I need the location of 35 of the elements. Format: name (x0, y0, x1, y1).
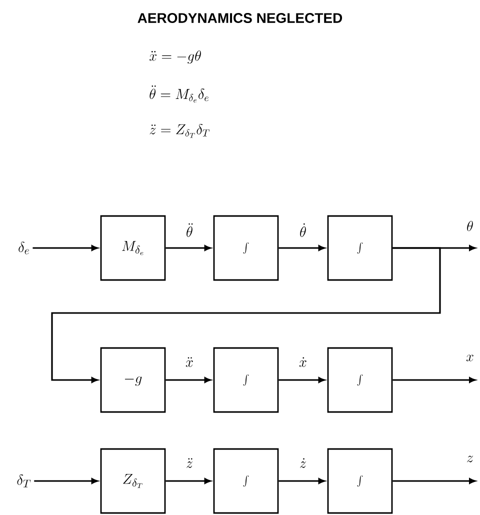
arrow (278, 245, 325, 251)
block-box: $\int$ (327, 448, 393, 514)
signal-label: $z$ (467, 456, 473, 462)
arrow (32, 245, 98, 251)
equation: $\ddot{x} = -g\theta$ (150, 50, 201, 64)
arrow (51, 247, 441, 383)
arrow (34, 478, 98, 484)
input-signal: $\delta_T$ (17, 474, 31, 488)
input-signal: $\delta_e$ (18, 242, 30, 254)
block-box: $\int$ (213, 215, 279, 281)
block-box: $\int$ (327, 347, 393, 413)
arrow (166, 245, 211, 251)
block-box: $\int$ (213, 347, 279, 413)
signal-label: $\dot{x}$ (299, 357, 306, 367)
block-box: $\int$ (213, 448, 279, 514)
equation: $\ddot{z} = Z_{\delta_T}\delta_T$ (150, 124, 210, 138)
signal-label: $x$ (466, 354, 474, 362)
signal-label: $\dot{\theta}$ (300, 223, 306, 237)
block-box: $M_{\delta_e}$ (100, 215, 166, 281)
signal-label: $\ddot{x}$ (186, 357, 193, 367)
arrow (278, 478, 325, 484)
title: AERODYNAMICS NEGLECTED (138, 13, 342, 23)
block-box: $-g$ (100, 347, 166, 413)
signal-label: $\ddot{\theta}$ (186, 223, 193, 237)
arrow (392, 377, 476, 383)
arrow (278, 377, 325, 383)
signal-label: $\theta$ (467, 220, 473, 232)
arrow (166, 478, 211, 484)
signal-label: $\dot{z}$ (300, 458, 306, 468)
block-box: $Z_{\delta_T}$ (100, 448, 166, 514)
block-box: $\int$ (327, 215, 393, 281)
arrow (392, 478, 476, 484)
signal-label: $\ddot{z}$ (186, 458, 193, 468)
arrow (166, 377, 211, 383)
equation: $\ddot{\theta} = M_{\delta_e}\delta_e$ (150, 86, 208, 103)
